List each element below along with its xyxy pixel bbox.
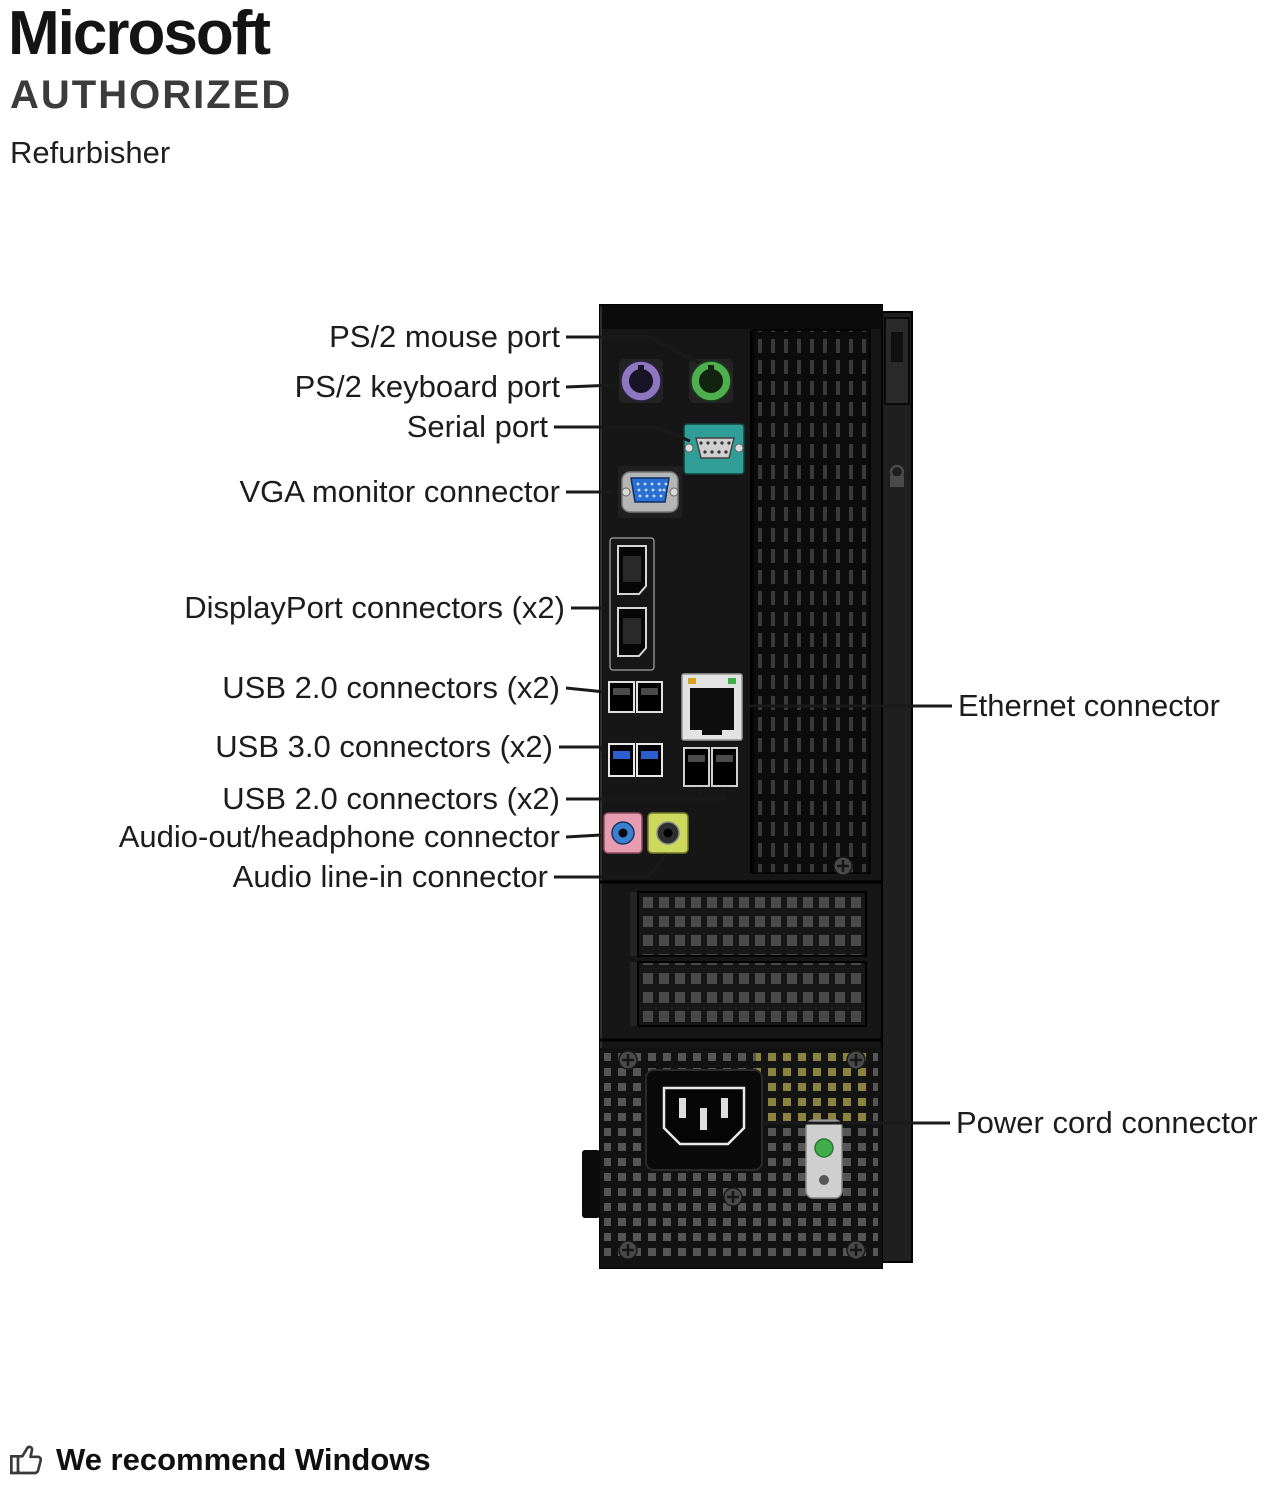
ethernet-port xyxy=(681,673,743,741)
callout-ethernet-connector: Ethernet connector xyxy=(958,688,1220,723)
callout-serial-port: Serial port xyxy=(406,409,548,444)
vent-grille xyxy=(750,329,871,877)
thumbs-up-icon xyxy=(10,1445,43,1475)
callout-power-cord-connector: Power cord connector xyxy=(956,1105,1258,1140)
screw xyxy=(845,1239,867,1261)
leader-serial xyxy=(554,425,691,443)
callout-displayport-connectors: DisplayPort connectors (x2) xyxy=(184,590,565,625)
callout-audio-in-connector: Audio line-in connector xyxy=(232,859,548,894)
leader-usb2-top xyxy=(565,686,606,694)
ethernet-led-green xyxy=(728,678,736,684)
usb2-bottom-ports xyxy=(683,747,738,787)
psu-indicator xyxy=(805,1119,843,1199)
screw xyxy=(617,1239,639,1261)
callout-vga-connector: VGA monitor connector xyxy=(239,474,561,509)
chassis-foot xyxy=(582,1150,600,1218)
slot-cover-2 xyxy=(637,961,867,1027)
callout-usb2-top-connectors: USB 2.0 connectors (x2) xyxy=(222,670,560,705)
slot-cover-1 xyxy=(637,891,867,957)
windows-recommendation-text: We recommend Windows xyxy=(56,1442,431,1477)
leader-audio-out xyxy=(565,833,602,839)
leader-audio-in xyxy=(554,853,668,879)
callout-usb3-connectors: USB 3.0 connectors (x2) xyxy=(215,729,553,764)
power-supply-area xyxy=(600,1048,882,1268)
displayport-connectors xyxy=(609,537,655,671)
screw xyxy=(832,855,854,877)
audio-in-jack xyxy=(647,812,689,854)
usb2-top-ports xyxy=(608,681,663,713)
leader-ps2-keyboard xyxy=(565,383,616,389)
expansion-slot-covers xyxy=(600,891,882,1042)
authorized-text: AUTHORIZED xyxy=(10,73,293,117)
leader-usb3 xyxy=(559,745,608,755)
side-panel-edge xyxy=(881,311,913,1263)
ps2-keyboard-port xyxy=(619,359,663,403)
serial-port xyxy=(683,423,745,475)
leader-ps2-mouse xyxy=(566,335,700,365)
callout-leader-lines xyxy=(554,335,952,1125)
screw xyxy=(845,1049,867,1071)
callout-audio-out-connector: Audio-out/headphone connector xyxy=(118,819,560,854)
audio-out-jack xyxy=(603,812,643,854)
power-led xyxy=(814,1138,834,1158)
microsoft-logo-text: Microsoft xyxy=(8,0,271,68)
ps2-mouse-port xyxy=(689,359,733,403)
padlock-loop-icon xyxy=(889,464,905,487)
callout-ps2-mouse-port: PS/2 mouse port xyxy=(329,319,560,354)
vga-port xyxy=(618,466,682,518)
callout-ps2-keyboard-port: PS/2 keyboard port xyxy=(294,369,560,404)
screw xyxy=(617,1049,639,1071)
refurbisher-text: Refurbisher xyxy=(10,135,171,170)
callout-usb2-bottom-connectors: USB 2.0 connectors (x2) xyxy=(222,781,560,816)
screw xyxy=(722,1186,744,1208)
leader-usb2-bottom xyxy=(566,789,726,801)
ethernet-led-amber xyxy=(688,678,696,684)
usb3-ports xyxy=(608,743,663,777)
power-cord-connector xyxy=(645,1069,763,1171)
